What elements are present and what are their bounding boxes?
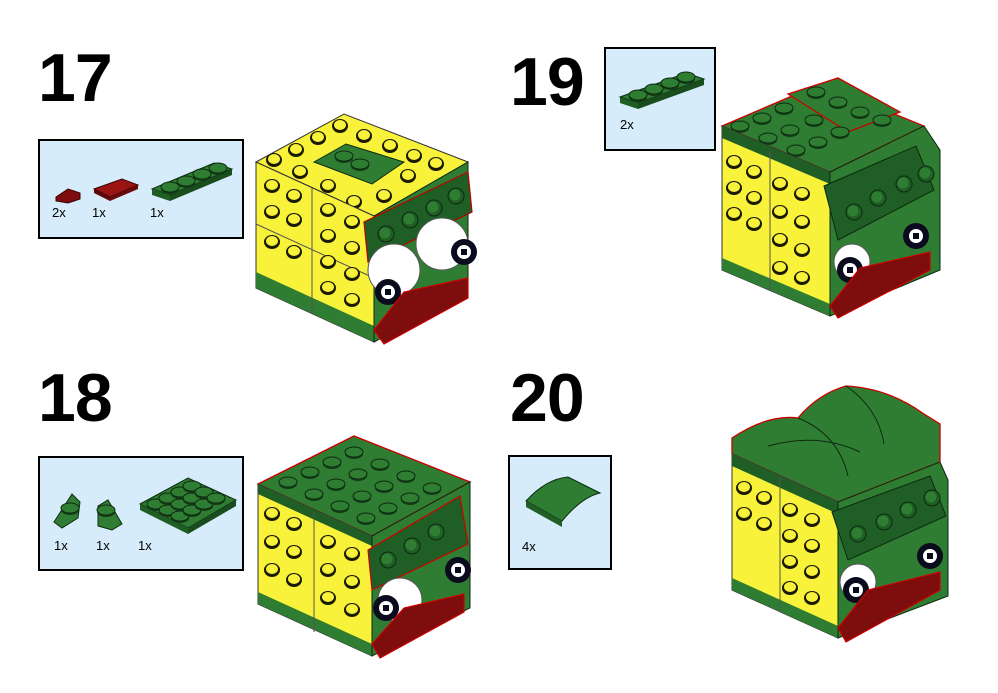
part-qty: 1x [92,205,106,220]
parts-callout-step-18: 1x 1x 1x [38,456,244,571]
parts-callout-step-17: 2x 1x 1x [38,139,244,239]
part-qty: 1x [150,205,164,220]
green-plate-1x4-part [618,71,706,109]
green-wedge-left-part [53,493,81,529]
step-number-17: 17 [38,40,113,116]
step-number-18: 18 [38,360,113,436]
parts-callout-step-19: 2x [604,47,716,151]
part-qty: 1x [96,538,110,553]
step-19-model [720,77,941,319]
step-17-model [254,113,477,345]
dark-red-slope-plate-part [55,188,81,204]
part-qty: 1x [138,538,152,553]
part-qty: 4x [522,539,536,554]
step-number-20: 20 [510,360,585,436]
part-qty: 2x [620,117,634,132]
step-20-model [731,385,949,643]
part-qty: 2x [52,205,66,220]
green-wedge-right-part [96,499,123,531]
green-curved-slope-part [525,476,602,527]
dark-red-tile-part [92,178,140,201]
step-18-model [256,435,472,659]
parts-callout-step-20: 4x [508,455,612,570]
step-number-19: 19 [510,44,585,120]
green-plate-1x4-part [150,162,234,201]
green-plate-4x4-part [138,477,238,534]
part-qty: 1x [54,538,68,553]
